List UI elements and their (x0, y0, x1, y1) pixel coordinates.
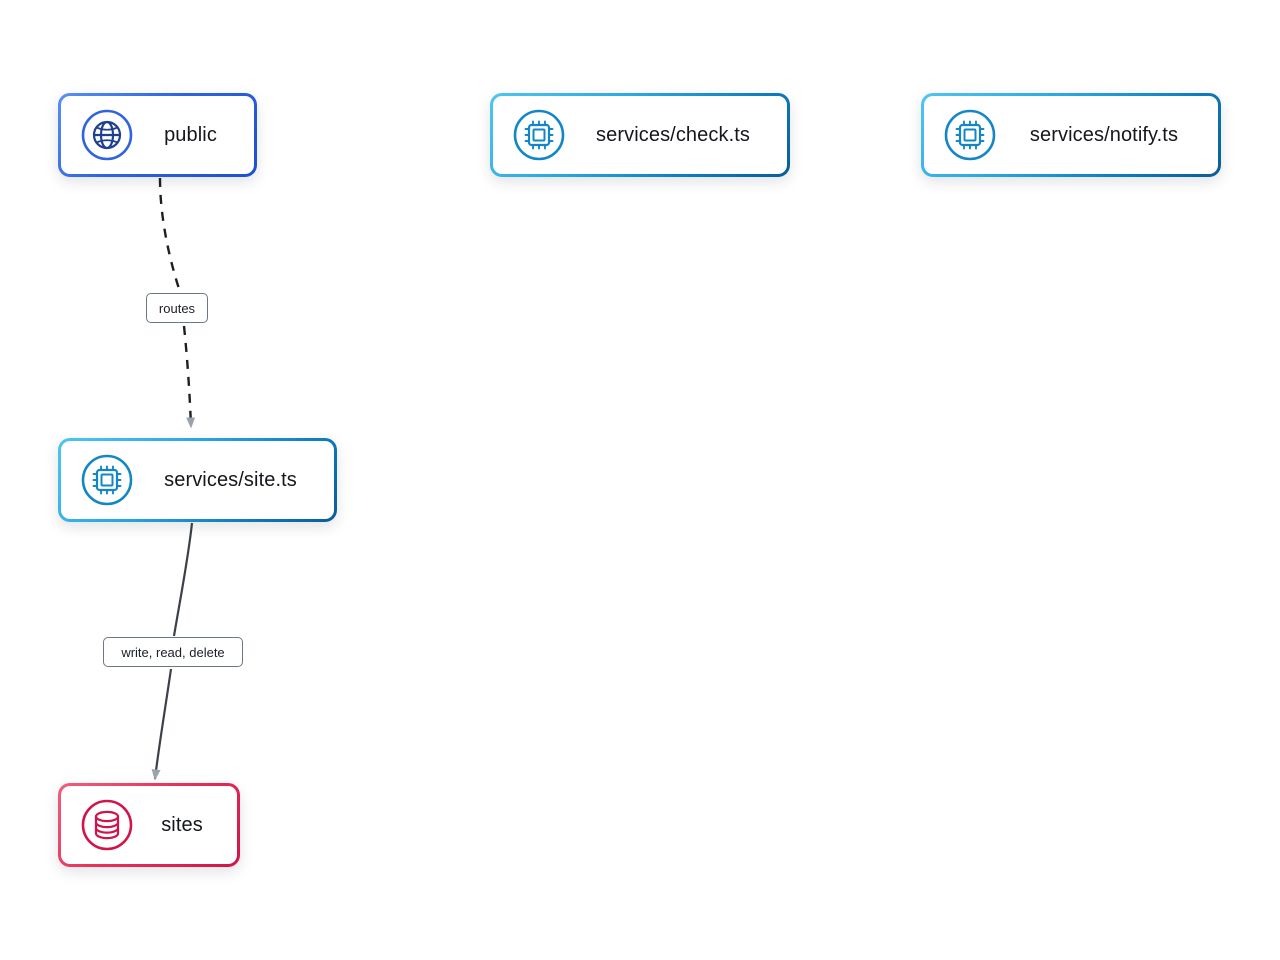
node-sites-label: sites (161, 813, 203, 836)
chip-icon (511, 107, 567, 163)
node-services-site-ts-label: services/site.ts (164, 468, 297, 491)
edge-label-write-read-delete[interactable]: write, read, delete (103, 637, 243, 667)
edge-label-write-read-delete-text: write, read, delete (121, 644, 225, 660)
globe-icon (79, 107, 135, 163)
node-services-site-ts[interactable]: services/site.ts (58, 438, 337, 522)
chip-icon (79, 452, 135, 508)
node-services-check-ts-label: services/check.ts (596, 123, 750, 146)
node-sites-content: sites (61, 786, 237, 864)
node-services-notify-ts-label: services/notify.ts (1029, 123, 1179, 146)
node-public-label: public (164, 123, 217, 146)
chip-icon (942, 107, 998, 163)
node-public[interactable]: public (58, 93, 257, 177)
node-services-check-ts-content: services/check.ts (493, 96, 787, 174)
database-icon (79, 797, 135, 853)
node-services-notify-ts-content: services/notify.ts (924, 96, 1218, 174)
edge-label-routes-text: routes (158, 300, 196, 316)
edge-label-routes[interactable]: routes (146, 293, 208, 323)
node-sites[interactable]: sites (58, 783, 240, 867)
node-services-notify-ts[interactable]: services/notify.ts (921, 93, 1221, 177)
node-services-check-ts[interactable]: services/check.ts (490, 93, 790, 177)
node-services-site-ts-content: services/site.ts (61, 441, 334, 519)
node-public-content: public (61, 96, 254, 174)
